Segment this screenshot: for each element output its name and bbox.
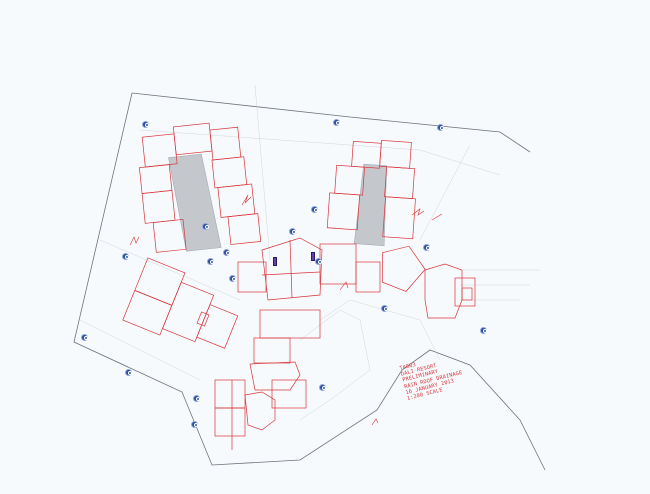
building-right-wing [326,139,416,247]
drainage-marker-icon [288,227,296,235]
drainage-marker-icon [380,304,388,312]
building-east [381,245,476,319]
building-left-wing [138,122,262,253]
drainage-marker-icon [318,383,326,391]
equipment-tag-icon [273,256,277,266]
drainage-marker-icon [206,257,214,265]
drainage-annotations [129,194,443,426]
drainage-marker-icon [124,368,132,376]
drainage-marker-icon [121,252,129,260]
drainage-marker-icon [141,120,149,128]
site-boundary [73,92,546,471]
drainage-marker-icon [314,257,322,265]
building-southwest-wing [122,257,239,349]
building-central [237,237,381,301]
drainage-marker-icon [222,248,230,256]
equipment-tag-icon [311,251,315,261]
drainage-marker-icon [332,118,340,126]
drainage-marker-icon [201,222,209,230]
drainage-marker-icon [192,394,200,402]
drainage-marker-icon [479,326,487,334]
drainage-marker-icon [190,420,198,428]
building-south [214,309,321,450]
drainage-marker-icon [310,205,318,213]
drainage-marker-icon [422,243,430,251]
drainage-marker-icon [228,274,236,282]
drainage-marker-icon [80,333,88,341]
drainage-marker-icon [436,123,444,131]
